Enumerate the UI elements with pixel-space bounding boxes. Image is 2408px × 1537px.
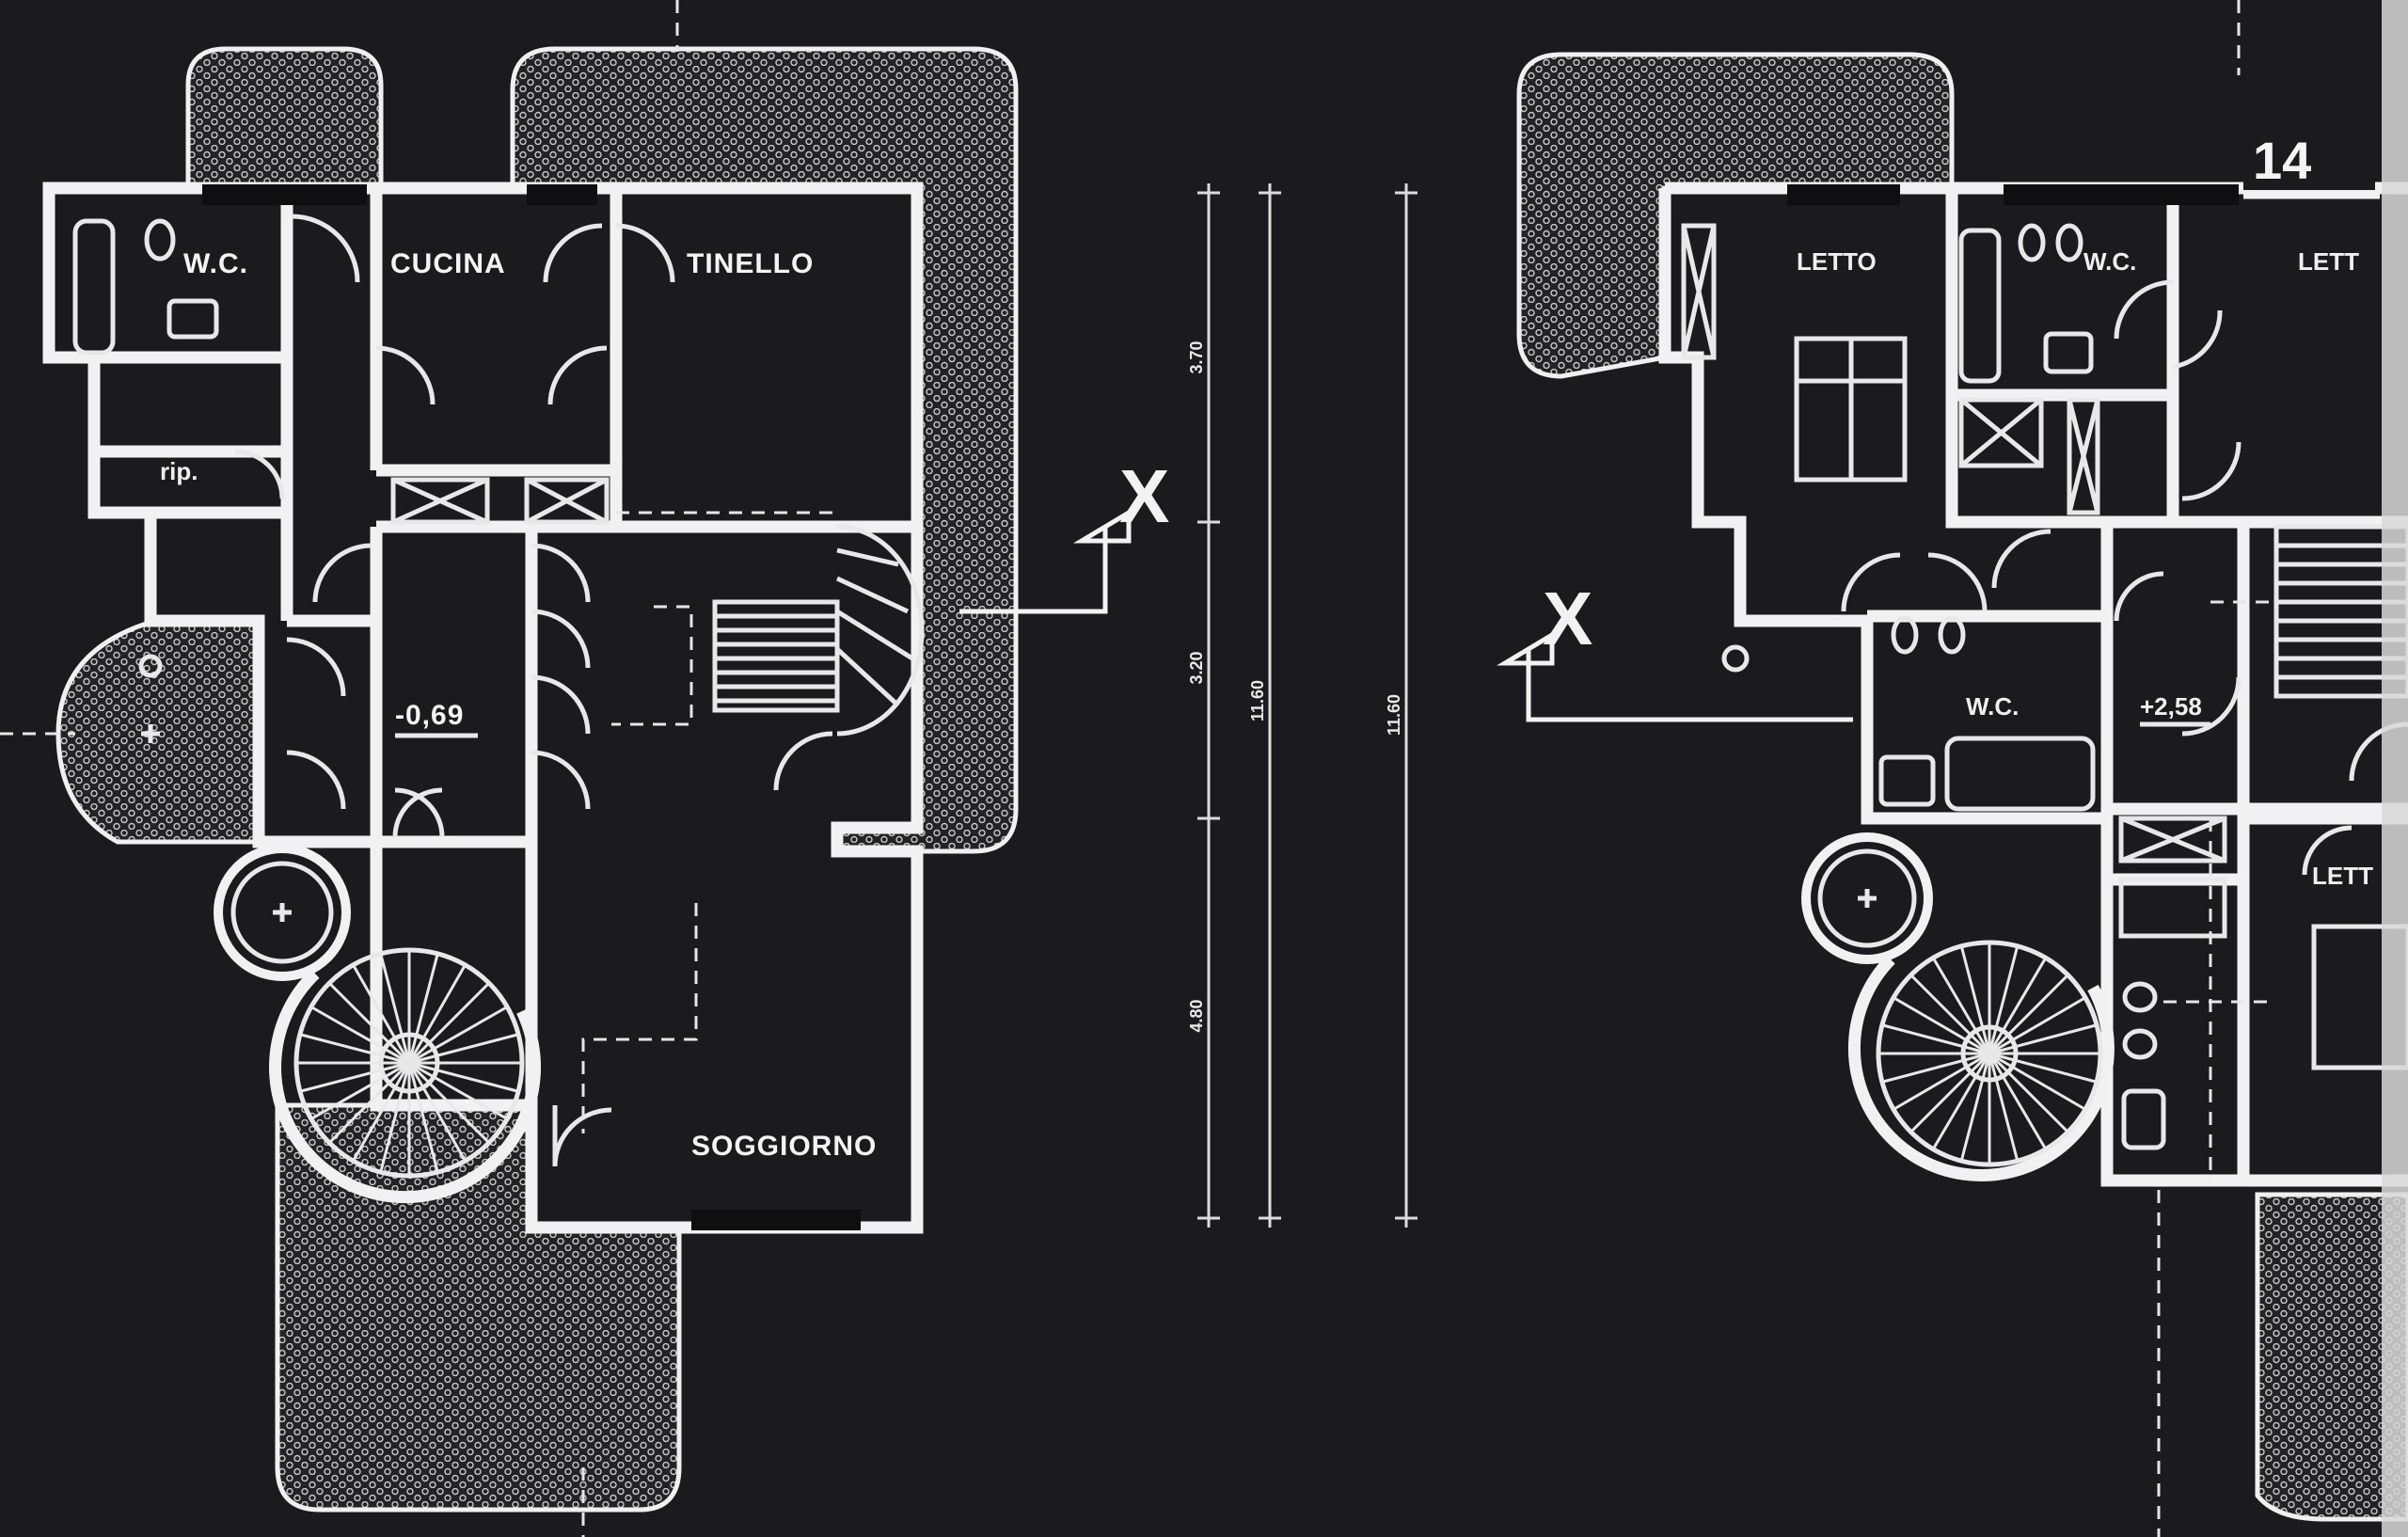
upper-floor-outer-wall [1658, 182, 2408, 1187]
ground-floor-outer-wall [42, 182, 924, 1234]
ground-floor-plan: W.C. CUCINA TINELLO rip. SOGGIORNO -0,69 [0, 0, 1019, 1537]
terrace-east [510, 46, 1019, 854]
bath-fixtures [1878, 223, 2166, 1150]
west-terrace-marks [138, 654, 163, 743]
spiral-stair-upper [1801, 832, 2115, 1181]
dimension-total-a: 11.60 [1248, 680, 1267, 721]
dashed-lines [0, 0, 837, 1537]
room-label-letto-1: LETTO [1797, 247, 1877, 276]
beds [1794, 336, 2408, 1070]
level-label-upper: +2,58 [2140, 692, 2202, 721]
page-edge-bar [2382, 0, 2408, 1537]
door-swings [234, 214, 833, 1167]
dimension-total-b: 11.60 [1385, 694, 1403, 736]
terrace-upper-southeast [2255, 1192, 2408, 1522]
room-label-letto-2: LETT [2298, 247, 2359, 276]
section-marker-right: X [1496, 577, 1853, 722]
room-label-wc-upper-1: W.C. [2083, 247, 2136, 276]
room-label-letto-3: LETT [2312, 862, 2373, 890]
wc-fixtures [72, 218, 219, 356]
room-label-wc-ground: W.C. [183, 248, 248, 279]
page-number: 14 [2253, 131, 2311, 190]
room-label-wc-upper-2: W.C. [1966, 692, 2019, 721]
terrace-upper-north [1516, 52, 1955, 379]
room-label-ripostiglio: rip. [160, 457, 198, 485]
dimension-segment-1: 3.70 [1187, 341, 1206, 373]
terrace-top-left [185, 46, 384, 191]
dimension-segment-3: 4.80 [1187, 999, 1206, 1032]
straight-stair [712, 524, 925, 737]
room-label-cucina: CUCINA [390, 248, 506, 279]
room-label-soggiorno: SOGGIORNO [691, 1131, 877, 1162]
level-label-ground: -0,69 [395, 700, 464, 731]
room-label-tinello: TINELLO [687, 248, 814, 279]
ground-floor-interior-walls [49, 188, 917, 1105]
terrace-south [275, 1102, 682, 1513]
upper-dashed-lines [2157, 0, 2276, 1537]
dimension-lines [1197, 183, 1418, 1228]
wardrobes [1681, 223, 2227, 939]
upper-misc-marks [1721, 644, 1750, 673]
upper-floor-interior-walls [1867, 188, 2408, 1180]
spiral-stair-ground [214, 844, 541, 1204]
dimension-segment-2: 3.20 [1187, 651, 1206, 684]
upper-straight-stair [2273, 524, 2408, 699]
section-marker-left: X [959, 454, 1169, 614]
upper-floor-plan: LETTO W.C. LETT W.C. LETT +2,58 14 [1516, 0, 2408, 1537]
kitchen-units [390, 477, 610, 525]
windows [202, 184, 861, 1230]
upper-door-swings [1841, 279, 2408, 876]
